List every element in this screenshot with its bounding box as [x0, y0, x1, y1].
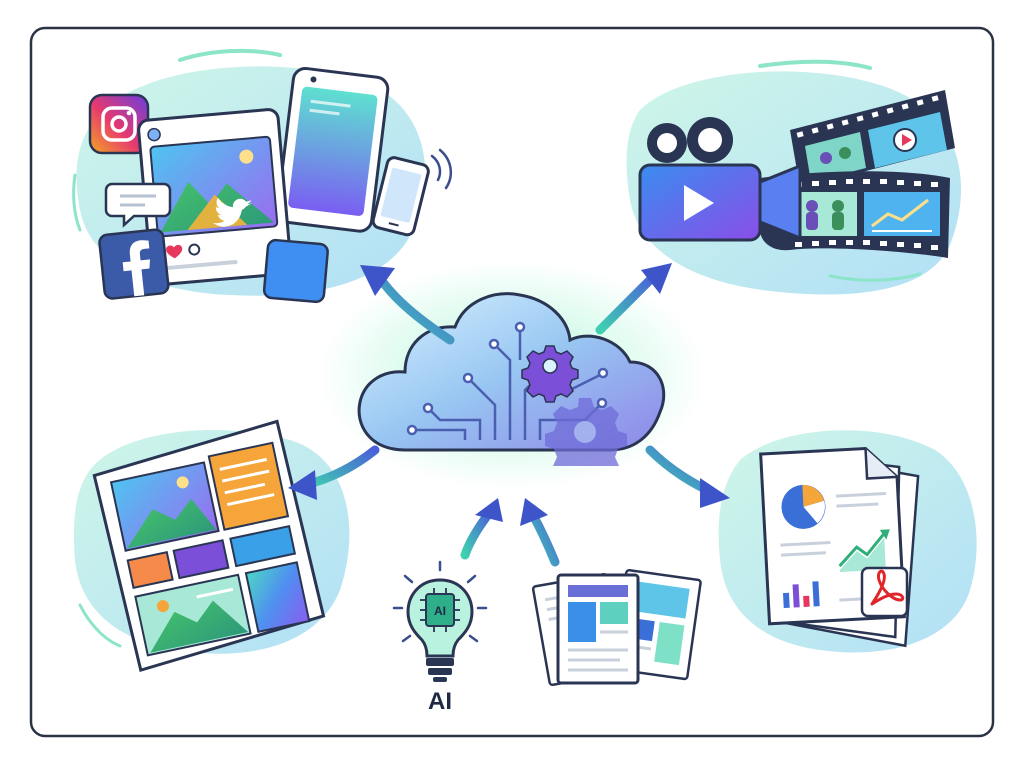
facebook-icon — [98, 228, 170, 300]
large-gear-icon — [545, 398, 627, 466]
film-strip-front — [760, 171, 950, 258]
social-media-group — [72, 48, 453, 304]
ai-chip-icon — [425, 593, 455, 627]
document-stack-icon — [531, 569, 702, 687]
instagram-icon — [88, 93, 150, 155]
large-phone-icon — [275, 66, 390, 233]
gear-icon — [521, 345, 579, 403]
video-camera-icon — [638, 117, 802, 242]
smartphone-icon — [371, 156, 430, 237]
report-document-icon — [759, 447, 920, 648]
arrow-to-social — [375, 273, 455, 345]
pdf-icon — [860, 566, 909, 618]
magazine-group — [73, 419, 350, 673]
magazine-layout-icon — [92, 419, 326, 673]
video-group — [626, 59, 962, 295]
ai-chip-label: AI — [434, 604, 446, 618]
lightbulb-icon: AI — [392, 560, 488, 682]
twitter-icon — [213, 197, 329, 304]
film-strip-icon — [790, 90, 955, 188]
ai-label: AI — [428, 688, 452, 715]
report-group — [718, 430, 977, 653]
arrow-heads — [288, 263, 730, 526]
chat-bubble-icon — [104, 182, 172, 228]
